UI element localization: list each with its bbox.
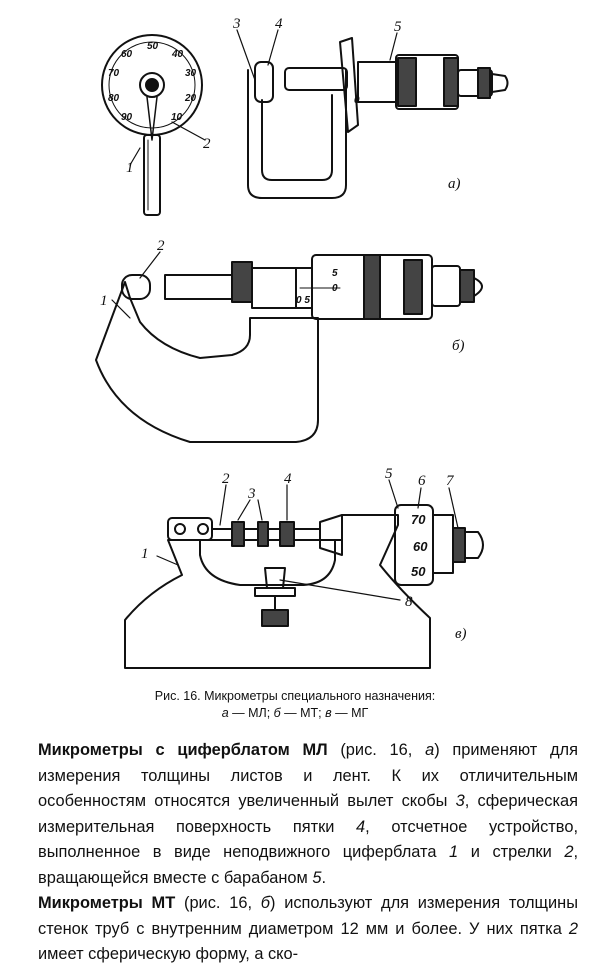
label-c-2: 2	[222, 471, 230, 487]
figure-a	[101, 34, 509, 216]
dial-mark-90: 90	[121, 112, 133, 123]
frame-b	[95, 281, 319, 443]
micrometer-figure: 50 60 40 70 30 80 20 90 10 0 1 2 3 4 5 а…	[95, 16, 509, 669]
sleeve-mark-05: 0 5	[296, 295, 310, 306]
caption-a: а)	[448, 176, 461, 192]
dial-mark-10: 10	[171, 112, 183, 123]
drum-mark-60: 60	[413, 539, 428, 554]
dial-mark-40: 40	[171, 49, 184, 60]
label-c-5: 5	[385, 466, 393, 482]
label-a-3: 3	[232, 16, 241, 32]
plate-mark-0: 0	[354, 95, 360, 106]
caption-b: б)	[452, 338, 465, 354]
dial-mark-30: 30	[185, 68, 197, 79]
drum-mark-70: 70	[411, 512, 426, 527]
label-c-8: 8	[405, 594, 413, 610]
sleeve-mark-0: 0	[332, 283, 338, 294]
caption-c: в)	[455, 626, 467, 642]
label-a-5: 5	[394, 19, 402, 35]
paragraph-ml: Микрометры с циферблатом МЛ (рис. 16, а)…	[38, 741, 578, 887]
label-b-2: 2	[157, 238, 165, 254]
sleeve-mark-5: 5	[332, 268, 338, 279]
label-c-1: 1	[141, 546, 149, 562]
dial-mark-60: 60	[121, 49, 133, 60]
dial-mark-20: 20	[184, 93, 197, 104]
caption-title: Рис. 16. Микрометры специального назначе…	[154, 689, 436, 703]
figure-c	[124, 504, 484, 669]
dial-mark-50: 50	[147, 41, 159, 52]
dial-handle	[143, 134, 161, 216]
frame-a	[247, 69, 347, 199]
label-a-4: 4	[275, 16, 283, 32]
label-c-4: 4	[284, 471, 292, 487]
paragraph-mt: Микрометры МТ (рис. 16, б) используют дл…	[38, 894, 579, 963]
label-a-2: 2	[203, 136, 211, 152]
frame-c	[124, 514, 431, 669]
label-c-3: 3	[247, 486, 256, 502]
label-a-1: 1	[126, 160, 134, 176]
caption-legend: а — МЛ; б — МТ; в — МГ	[221, 706, 369, 720]
label-c-7: 7	[446, 473, 455, 489]
figure-caption: Рис. 16. Микрометры специального назначе…	[0, 688, 590, 722]
dial-needle	[146, 96, 158, 141]
body-text: Микрометры с циферблатом МЛ (рис. 16, а)…	[38, 738, 578, 968]
label-c-6: 6	[418, 473, 426, 489]
dial-mark-80: 80	[108, 93, 120, 104]
drum-mark-50: 50	[411, 564, 426, 579]
label-b-1: 1	[100, 293, 108, 309]
dial-mark-70: 70	[108, 68, 120, 79]
figure-b	[95, 254, 483, 443]
